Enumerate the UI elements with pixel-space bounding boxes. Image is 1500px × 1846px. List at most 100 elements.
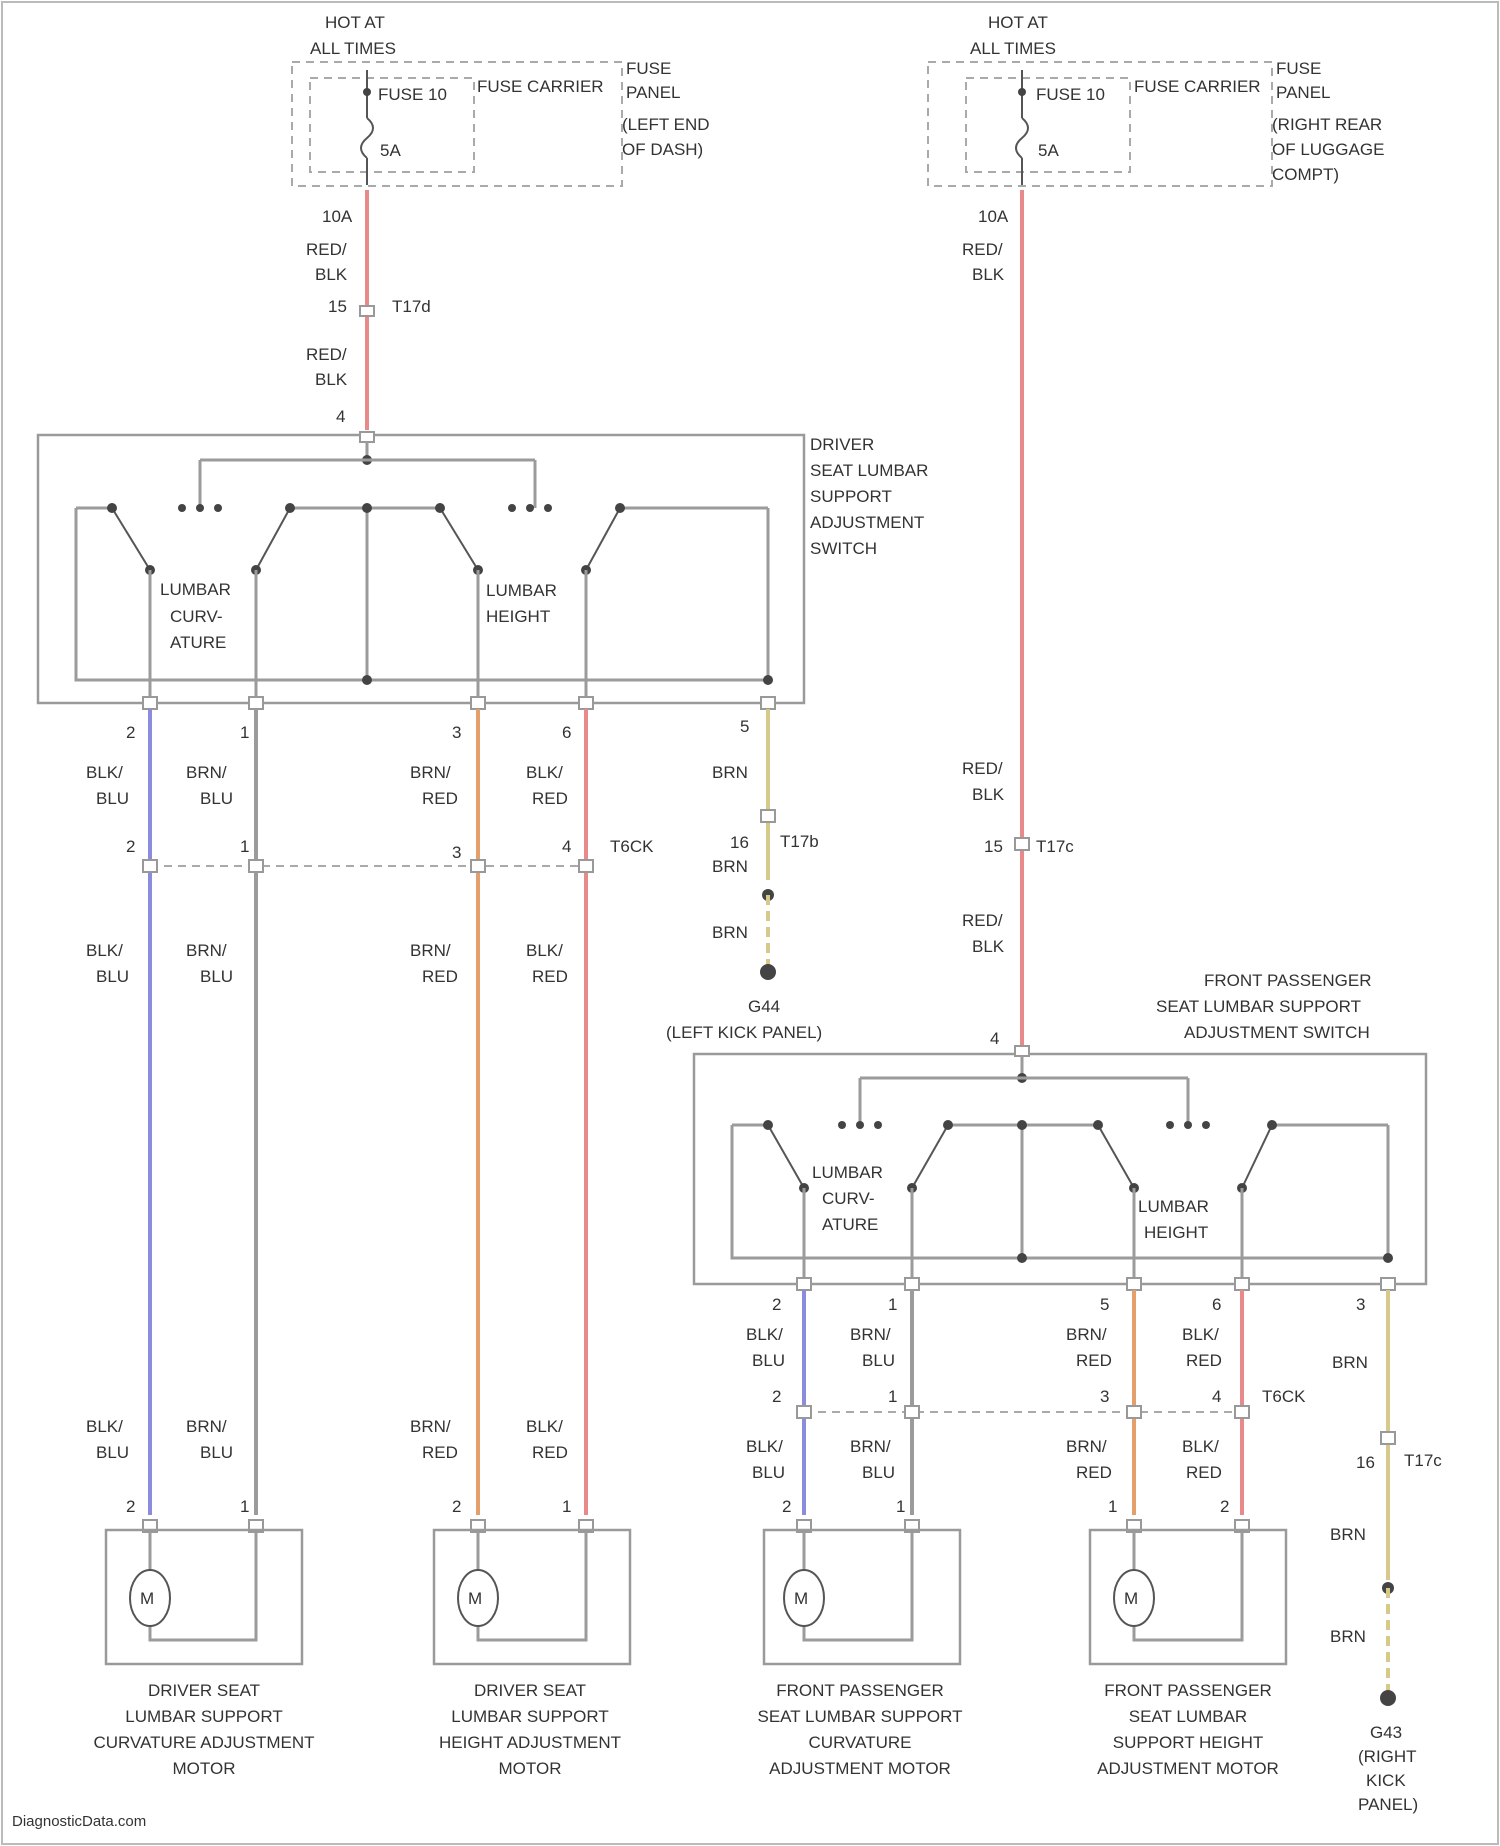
diagram-label: RED (532, 967, 568, 986)
diagram-label: BRN/ (850, 1325, 891, 1344)
diagram-label: 1 (562, 1497, 571, 1516)
diagram-rect (143, 697, 157, 709)
diagram-circle (874, 1121, 882, 1129)
diagram-label: BLK/ (1182, 1325, 1219, 1344)
diagram-rect (797, 1278, 811, 1290)
connector-t17c: T17c (1036, 837, 1074, 856)
diagram-label: BLU (862, 1463, 895, 1482)
driver-output-wires: 2 1 3 6 5 BLK/BLU BRN/BLU BRN/RED BLK/RE… (86, 709, 768, 1515)
diagram-label: RED/ (962, 240, 1003, 259)
diagram-rect (1381, 1278, 1395, 1290)
diagram-label: MOTOR (173, 1759, 236, 1778)
diagram-rect (1015, 838, 1029, 850)
diagram-label: 6 (1212, 1295, 1221, 1314)
diagram-label: FRONT PASSENGER (776, 1681, 944, 1700)
diagram-label: (RIGHT REAR (1272, 115, 1382, 134)
diagram-label: FRONT PASSENGER (1104, 1681, 1272, 1700)
diagram-rect (1127, 1278, 1141, 1290)
wire-label-red-3: RED/ (306, 345, 347, 364)
left-fuse-node (363, 88, 371, 96)
diagram-circle (1017, 1120, 1027, 1130)
diagram-circle (544, 504, 552, 512)
diagram-label: BRN/ (410, 1417, 451, 1436)
left-fuse-element (361, 118, 373, 158)
diagram-label: 6 (562, 723, 571, 742)
motor-driver-curvature: 21 M DRIVER SEAT LUMBAR SUPPORT CURVATUR… (93, 1497, 314, 1778)
pin-10a-left: 10A (322, 207, 353, 226)
diagram-label: 16 (1356, 1453, 1375, 1472)
diagram-rect (761, 697, 775, 709)
diagram-line (586, 508, 620, 570)
diagram-label: BRN/ (410, 941, 451, 960)
diagram-label: FUSE CARRIER (1134, 77, 1261, 96)
diagram-label: SUPPORT HEIGHT (1113, 1733, 1264, 1752)
diagram-circle (1093, 1120, 1103, 1130)
diagram-line (768, 1125, 804, 1188)
diagram-label: FUSE (1276, 59, 1321, 78)
diagram-label: ALL TIMES (970, 39, 1056, 58)
diagram-label: BLK/ (1182, 1437, 1219, 1456)
diagram-label: BRN/ (186, 763, 227, 782)
diagram-label: BRN (712, 763, 748, 782)
diagram-label: HEIGHT (1144, 1223, 1208, 1242)
diagram-label: BLU (752, 1351, 785, 1370)
diagram-label: 3 (452, 843, 461, 862)
diagram-rect (249, 860, 263, 872)
left-fuse-location-2: OF DASH) (622, 140, 703, 159)
diagram-label: BRN (1330, 1525, 1366, 1544)
diagram-circle (362, 675, 372, 685)
left-hot-label-2: ALL TIMES (310, 39, 396, 58)
diagram-rect (471, 860, 485, 872)
diagram-circle (1267, 1120, 1277, 1130)
diagram-label: BRN (712, 923, 748, 942)
pin-4-driver: 4 (336, 407, 345, 426)
driver-curv-label-3: ATURE (170, 633, 226, 652)
diagram-label: 2 (1220, 1497, 1229, 1516)
diagram-label: BRN (712, 857, 748, 876)
diagram-label: BRN (1330, 1627, 1366, 1646)
diagram-label: RED (532, 789, 568, 808)
diagram-label: 5 (740, 717, 749, 736)
diagram-label: 1 (888, 1387, 897, 1406)
diagram-line (440, 508, 478, 570)
diagram-label: LUMBAR SUPPORT (125, 1707, 282, 1726)
diagram-circle (615, 503, 625, 513)
diagram-label: M (468, 1589, 482, 1608)
left-fuse-carrier: FUSE CARRIER (477, 77, 604, 96)
diagram-circle (1166, 1121, 1174, 1129)
diagram-label: 4 (562, 837, 571, 856)
diagram-path (1016, 118, 1028, 158)
diagram-circle (362, 503, 372, 513)
diagram-label: 2 (126, 1497, 135, 1516)
diagram-label: LUMBAR SUPPORT (451, 1707, 608, 1726)
ground-g43-symbol (1380, 1690, 1396, 1706)
diagram-label: MOTOR (499, 1759, 562, 1778)
diagram-label: 3 (1356, 1295, 1365, 1314)
diagram-label: RED (422, 789, 458, 808)
diagram-circle (1383, 1253, 1393, 1263)
watermark: DiagnosticData.com (12, 1813, 146, 1830)
diagram-label: DRIVER SEAT (148, 1681, 260, 1700)
diagram-label: BLK (972, 785, 1005, 804)
diagram-label: SEAT LUMBAR (1129, 1707, 1247, 1726)
diagram-label: BLU (96, 967, 129, 986)
diagram-line (1242, 1125, 1272, 1188)
diagram-label: 15 (984, 837, 1003, 856)
driver-curv-label-1: LUMBAR (160, 580, 231, 599)
diagram-label: BLU (96, 1443, 129, 1462)
diagram-label: RED/ (962, 911, 1003, 930)
right-red-feed: 10A RED/ BLK RED/ BLK 15 T17c RED/ BLK 4 (962, 190, 1074, 1050)
diagram-label: BLU (200, 789, 233, 808)
diagram-circle (435, 503, 445, 513)
diagram-label: CURVATURE ADJUSTMENT (93, 1733, 314, 1752)
wire-label-red-4: BLK (315, 370, 348, 389)
driver-switch-label-3: SUPPORT (810, 487, 892, 506)
diagram-line (912, 1125, 948, 1188)
diagram-label: BLK (972, 265, 1005, 284)
left-fuse-panel-2: PANEL (626, 83, 681, 102)
diagram-label: COMPT) (1272, 165, 1339, 184)
diagram-circle (1017, 1253, 1027, 1263)
diagram-circle (1018, 88, 1026, 96)
diagram-label: 5 (1100, 1295, 1109, 1314)
